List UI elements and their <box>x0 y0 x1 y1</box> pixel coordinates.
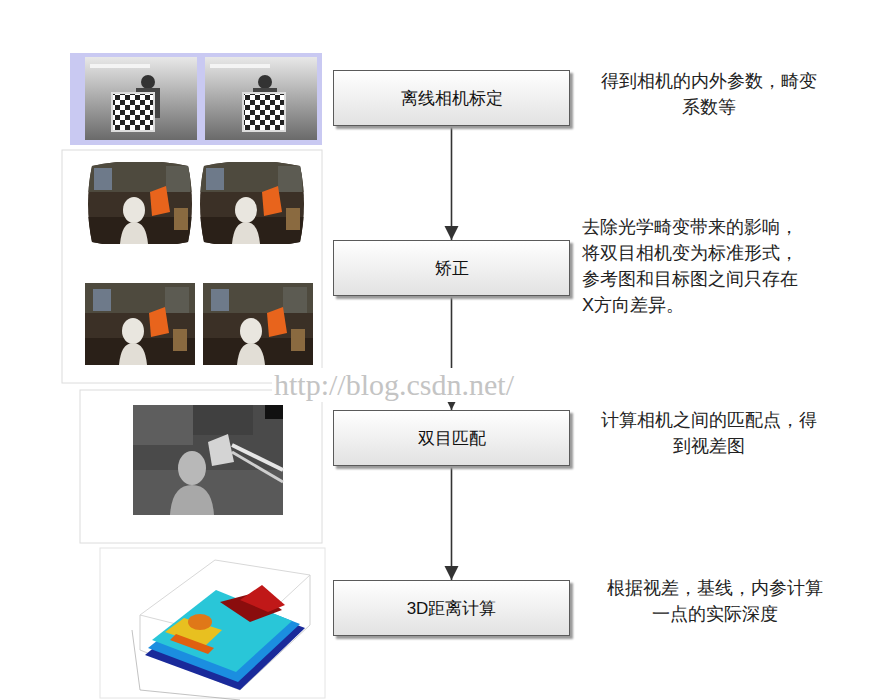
process-box: 双目匹配 <box>333 410 570 466</box>
calibration-photo <box>205 57 317 140</box>
distorted-photo <box>198 162 308 244</box>
disparity-panel <box>80 390 322 543</box>
annotation: 计算相机之间的匹配点，得到视差图 <box>598 407 820 459</box>
box-label: 双目匹配 <box>408 423 496 454</box>
flow-arrow <box>451 126 453 240</box>
box-label: 3D距离计算 <box>397 593 507 624</box>
depth-surface <box>132 560 310 700</box>
disparity-map <box>133 405 283 515</box>
rectify-panel <box>62 150 322 383</box>
annotation: 去除光学畸变带来的影响，将双目相机变为标准形式，参考图和目标图之间只存在X方向差… <box>582 214 804 318</box>
distorted-photo <box>86 162 196 244</box>
box-label: 矫正 <box>425 253 479 284</box>
box-label: 离线相机标定 <box>391 83 513 114</box>
process-box: 3D距离计算 <box>333 580 570 636</box>
rectified-photo <box>203 283 313 365</box>
annotation: 根据视差，基线，内参计算一点的实际深度 <box>604 575 826 627</box>
process-box: 离线相机标定 <box>333 70 570 126</box>
rectified-photo <box>85 283 195 365</box>
calibration-panel <box>70 53 322 145</box>
flow-arrow <box>451 466 453 580</box>
calibration-photo <box>85 57 197 140</box>
watermark: http://blog.csdn.net/ <box>272 368 516 402</box>
process-box: 矫正 <box>333 240 570 296</box>
depth-panel <box>100 548 325 698</box>
annotation: 得到相机的内外参数，畸变系数等 <box>598 68 820 120</box>
